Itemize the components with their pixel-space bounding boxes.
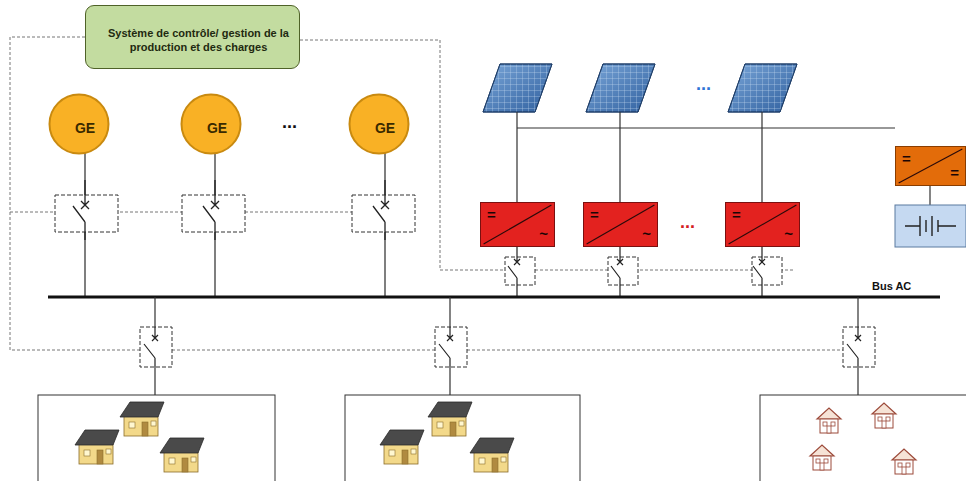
converter-symbol: =	[590, 207, 599, 222]
control-system-box: Système de contrôle/ gestion de la produ…	[85, 5, 300, 69]
generator-circle: GE	[180, 93, 242, 155]
bus-label: Bus AC	[872, 280, 911, 292]
generator-circle: GE	[48, 93, 110, 155]
generator-label: GE	[375, 120, 395, 136]
converter-symbol: =	[732, 207, 741, 222]
ellipsis-label: ...	[680, 212, 695, 233]
converter-symbol: =	[950, 165, 959, 180]
converter-symbol: ~	[539, 226, 548, 241]
control-system-text: Système de contrôle/ gestion de la produ…	[100, 27, 297, 55]
ellipsis-label: ...	[696, 74, 711, 95]
ellipsis-label: ...	[282, 112, 297, 133]
inverter-box: =~	[480, 202, 555, 247]
inverter-box: =~	[725, 202, 800, 247]
generator-label: GE	[207, 120, 227, 136]
generator-label: GE	[75, 120, 95, 136]
dc-dc-converter-box: ==	[895, 146, 966, 186]
converter-symbol: ~	[642, 226, 651, 241]
converter-symbol: ~	[784, 226, 793, 241]
converter-symbol: =	[902, 151, 911, 166]
inverter-box: =~	[583, 202, 658, 247]
generator-circle: GE	[348, 93, 410, 155]
converter-symbol: =	[487, 207, 496, 222]
